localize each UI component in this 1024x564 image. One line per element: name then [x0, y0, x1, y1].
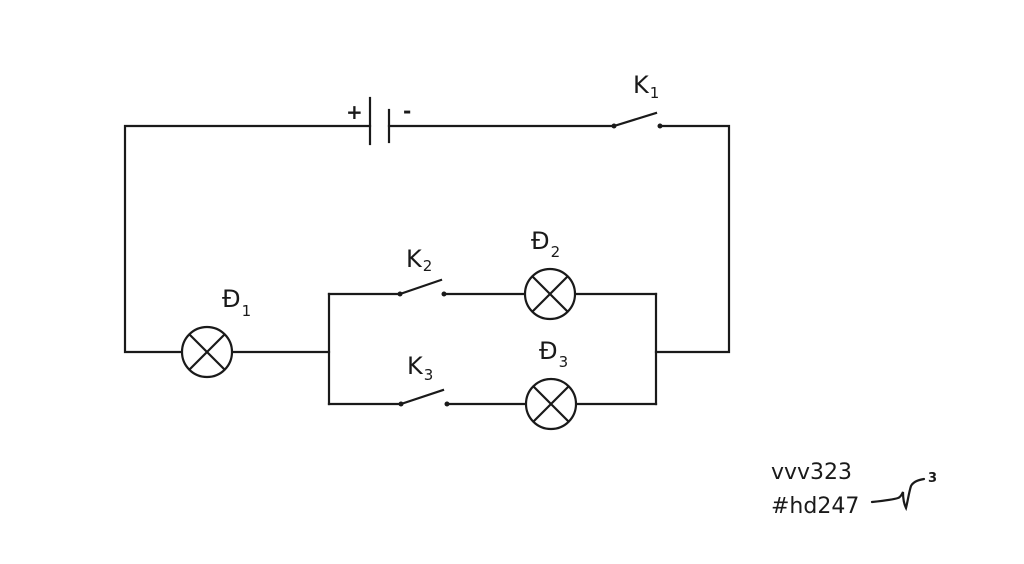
lamp-d3-label: Đ3	[539, 337, 568, 371]
switch-k3: K3	[398, 352, 450, 407]
switch-k1: K1	[611, 71, 663, 129]
battery-plus-label: +	[346, 100, 363, 124]
switch-k1-label: K1	[633, 71, 659, 102]
battery-minus-label: -	[403, 99, 411, 123]
battery-symbol: + -	[346, 96, 411, 146]
lamp-d1-label: Đ1	[222, 285, 251, 320]
watermark-line1: vvv323	[771, 460, 853, 485]
lamp-d1: Đ1	[180, 285, 251, 379]
lamp-d3: Đ3	[524, 337, 578, 431]
svg-text:3: 3	[928, 471, 937, 486]
switch-k2-label: K2	[406, 245, 432, 275]
watermark-line2: #hd247	[771, 494, 860, 519]
switch-k3-label: K3	[407, 352, 433, 384]
switch-k2: K2	[397, 245, 447, 297]
lamp-d2-label: Đ2	[531, 227, 560, 261]
lamp-d2: Đ2	[523, 227, 577, 321]
wire-top-right	[654, 124, 731, 354]
wire-top-left	[123, 124, 372, 354]
signature-mark: 3	[870, 471, 937, 512]
